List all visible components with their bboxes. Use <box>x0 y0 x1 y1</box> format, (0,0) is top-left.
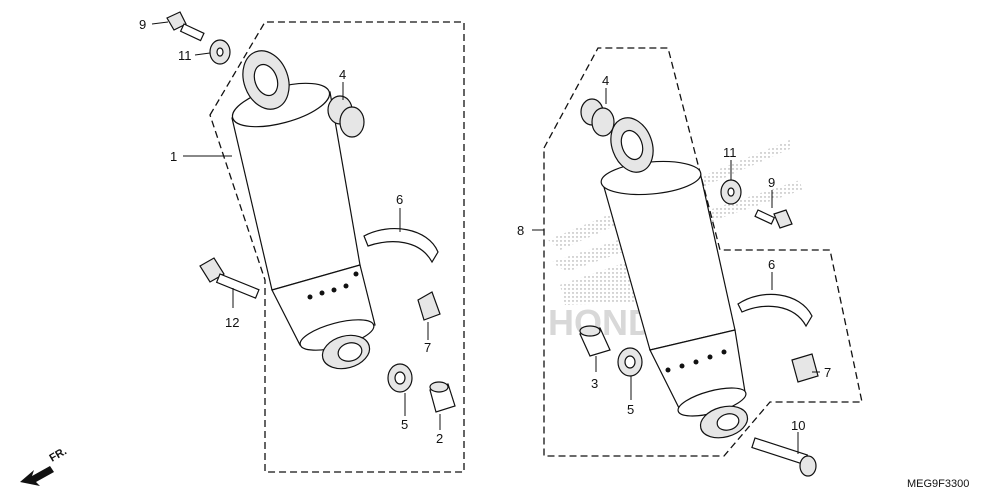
right-washer-11 <box>720 179 742 205</box>
front-arrow-icon <box>20 466 54 486</box>
callout-9: 9 <box>768 175 775 190</box>
callout-7: 7 <box>824 365 831 380</box>
right-band-6 <box>737 293 813 328</box>
left-bolt-12 <box>199 257 260 299</box>
left-washer-11 <box>209 39 231 65</box>
left-collar-2 <box>429 381 456 413</box>
left-band-6 <box>363 228 439 264</box>
right-kit-outline <box>543 47 863 457</box>
callout-4: 4 <box>339 67 346 82</box>
right-bolt-9 <box>754 209 793 229</box>
callout-5: 5 <box>627 402 634 417</box>
left-bushing-4 <box>327 95 365 138</box>
callout-6: 6 <box>768 257 775 272</box>
callout-10: 10 <box>791 418 805 433</box>
left-shock-absorber <box>231 50 376 370</box>
right-shock-absorber <box>600 117 749 439</box>
left-pad-7 <box>417 291 441 321</box>
callout-5: 5 <box>401 417 408 432</box>
callout-6: 6 <box>396 192 403 207</box>
right-bushing-4 <box>580 98 615 137</box>
right-shock-assembly: 4 8 11 9 6 3 5 7 10 <box>517 47 863 477</box>
diagram-code: MEG9F3300 <box>907 478 969 490</box>
right-bushing-5 <box>617 347 643 377</box>
left-shock-assembly: 9 11 4 1 6 12 7 5 2 <box>139 11 465 473</box>
left-bolt-9 <box>166 11 205 42</box>
callout-3: 3 <box>591 376 598 391</box>
callout-4: 4 <box>602 73 609 88</box>
front-direction-indicator: FR. <box>20 445 69 486</box>
callout-11: 11 <box>178 48 192 63</box>
callout-9: 9 <box>139 17 146 32</box>
callout-11: 11 <box>723 145 737 160</box>
direction-label: FR. <box>48 445 69 464</box>
callout-1: 1 <box>170 149 177 164</box>
callout-2: 2 <box>436 431 443 446</box>
callout-12: 12 <box>225 315 239 330</box>
left-bushing-5 <box>387 363 413 393</box>
callout-7: 7 <box>424 340 431 355</box>
right-pad-7 <box>791 353 819 383</box>
callout-8: 8 <box>517 223 524 238</box>
right-stud-bolt-10 <box>751 437 817 477</box>
left-kit-outline <box>209 21 465 473</box>
right-bushing-3 <box>579 325 611 357</box>
